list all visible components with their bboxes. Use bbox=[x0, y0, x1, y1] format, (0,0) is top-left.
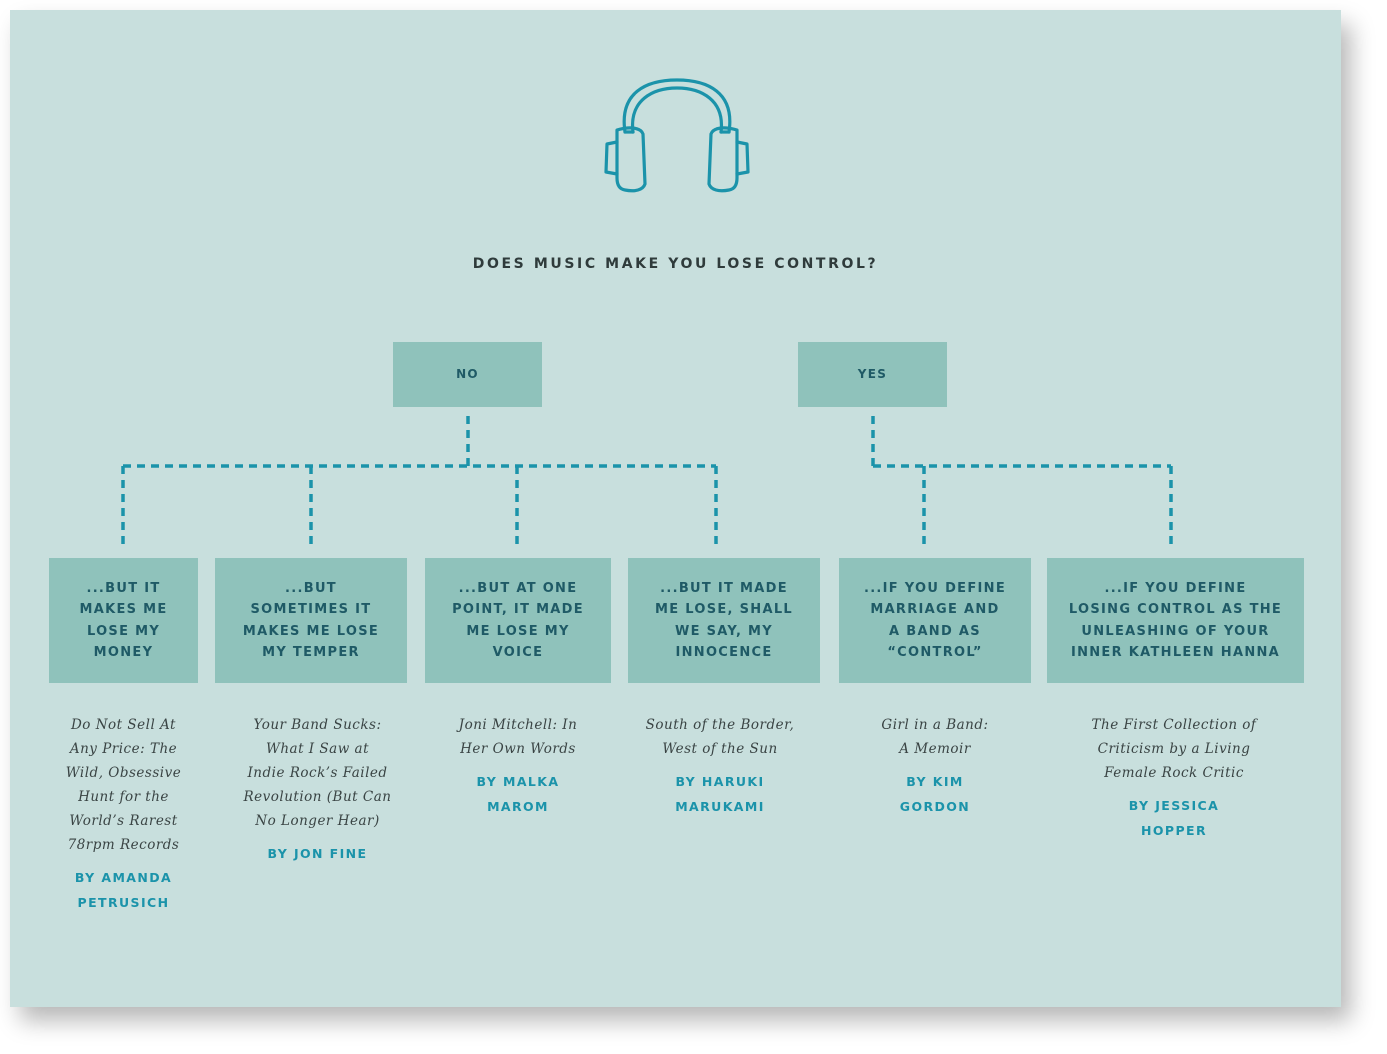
book-entry-temper: Your Band Sucks: What I Saw at Indie Roc… bbox=[225, 713, 410, 866]
book-title-line: Female Rock Critic bbox=[1104, 765, 1244, 781]
book-author: BY AMANDA PETRUSICH bbox=[36, 865, 211, 915]
book-entry-voice: Joni Mitchell: In Her Own Words BY MALKA… bbox=[428, 713, 608, 819]
book-title-line: What I Saw at bbox=[265, 741, 370, 757]
book-title: Girl in a Band: A Memoir bbox=[845, 713, 1025, 761]
branch-box-temper: ...BUT SOMETIMES IT MAKES ME LOSE MY TEM… bbox=[215, 558, 407, 683]
branch-label-line: ME LOSE MY bbox=[466, 623, 570, 639]
branch-label-line: UNLEASHING OF YOUR bbox=[1081, 623, 1270, 639]
book-title-line: Do Not Sell At bbox=[70, 717, 176, 733]
book-author-line: BY JESSICA bbox=[1128, 798, 1220, 813]
book-author-line: BY AMANDA bbox=[74, 870, 173, 885]
book-title-line: Girl in a Band: bbox=[881, 717, 989, 733]
flowchart-card bbox=[10, 10, 1341, 1007]
book-author-line: BY MALKA bbox=[476, 774, 560, 789]
book-title: Joni Mitchell: In Her Own Words bbox=[428, 713, 608, 761]
book-title: Do Not Sell At Any Price: The Wild, Obse… bbox=[36, 713, 211, 857]
branch-label-line: ...IF YOU DEFINE bbox=[863, 580, 1007, 596]
book-author: BY KIM GORDON bbox=[845, 769, 1025, 819]
question-title: DOES MUSIC MAKE YOU LOSE CONTROL? bbox=[472, 256, 879, 272]
branch-label-line: ...BUT AT ONE bbox=[458, 580, 578, 596]
book-title: South of the Border, West of the Sun bbox=[625, 713, 815, 761]
branch-label-line: A BAND AS bbox=[889, 623, 981, 639]
book-author-line: BY JON FINE bbox=[267, 846, 368, 861]
book-title-line: Any Price: The bbox=[69, 741, 178, 757]
branch-label-line: SOMETIMES IT bbox=[250, 602, 372, 617]
branch-label-line: LOSE MY bbox=[86, 623, 161, 639]
branch-label-line: ...BUT IT MADE bbox=[660, 580, 788, 596]
branch-box-marriage: ...IF YOU DEFINE MARRIAGE AND A BAND AS … bbox=[839, 558, 1031, 683]
answer-yes-label: YES bbox=[857, 366, 888, 381]
book-author-line: PETRUSICH bbox=[77, 895, 170, 910]
branch-box-voice: ...BUT AT ONE POINT, IT MADE ME LOSE MY … bbox=[425, 558, 611, 683]
book-entry-kathleen-hanna: The First Collection of Criticism by a L… bbox=[1064, 713, 1284, 843]
answer-no-box: NO bbox=[393, 342, 542, 407]
book-entry-innocence: South of the Border, West of the Sun BY … bbox=[625, 713, 815, 819]
book-title-line: Joni Mitchell: In bbox=[458, 717, 578, 733]
book-author-line: BY HARUKI bbox=[675, 774, 765, 789]
book-title-line: South of the Border, bbox=[645, 717, 795, 733]
book-author: BY MALKA MAROM bbox=[428, 769, 608, 819]
book-title-line: A Memoir bbox=[899, 741, 971, 757]
branch-label-line: ...BUT bbox=[285, 580, 337, 596]
book-title-line: Hunt for the bbox=[78, 789, 169, 805]
book-author-line: BY KIM bbox=[906, 774, 964, 789]
branch-label-line: ME LOSE, SHALL bbox=[655, 602, 793, 617]
book-title-line: No Longer Hear) bbox=[255, 813, 380, 829]
branch-label-line: MARRIAGE AND bbox=[870, 602, 1000, 617]
branch-label-line: “CONTROL” bbox=[887, 645, 983, 660]
book-title-line: West of the Sun bbox=[662, 741, 778, 757]
book-title-line: Revolution (But Can bbox=[243, 789, 392, 805]
branch-label-line: INNER KATHLEEN HANNA bbox=[1070, 645, 1281, 660]
book-author: BY JON FINE bbox=[225, 841, 410, 866]
book-title-line: World’s Rarest bbox=[69, 813, 178, 829]
branch-label-line: INNOCENCE bbox=[675, 645, 773, 660]
branch-label-line: MONEY bbox=[93, 645, 154, 660]
book-author-line: HOPPER bbox=[1141, 823, 1207, 838]
book-author: BY JESSICA HOPPER bbox=[1064, 793, 1284, 843]
book-entry-marriage: Girl in a Band: A Memoir BY KIM GORDON bbox=[845, 713, 1025, 819]
book-title: Your Band Sucks: What I Saw at Indie Roc… bbox=[225, 713, 410, 833]
book-author-line: GORDON bbox=[899, 799, 971, 814]
book-entry-money: Do Not Sell At Any Price: The Wild, Obse… bbox=[36, 713, 211, 915]
book-title-line: Her Own Words bbox=[460, 741, 576, 757]
branch-box-kathleen-hanna: ...IF YOU DEFINE LOSING CONTROL AS THE U… bbox=[1047, 558, 1304, 683]
branch-label-line: LOSING CONTROL AS THE bbox=[1068, 602, 1283, 617]
answer-yes-box: YES bbox=[798, 342, 947, 407]
branch-box-innocence: ...BUT IT MADE ME LOSE, SHALL WE SAY, MY… bbox=[628, 558, 820, 683]
branch-label-line: MY TEMPER bbox=[262, 645, 360, 660]
book-author: BY HARUKI MARUKAMI bbox=[625, 769, 815, 819]
branch-label-line: ...IF YOU DEFINE bbox=[1104, 580, 1247, 596]
book-author-line: MARUKAMI bbox=[675, 799, 765, 814]
book-title-line: The First Collection of bbox=[1091, 717, 1257, 733]
answer-no-label: NO bbox=[456, 366, 479, 381]
book-title-line: Your Band Sucks: bbox=[253, 717, 382, 733]
branch-label-line: MAKES ME bbox=[79, 602, 168, 617]
branch-box-money: ...BUT IT MAKES ME LOSE MY MONEY bbox=[49, 558, 198, 683]
book-title-line: 78rpm Records bbox=[67, 837, 180, 853]
branch-label-line: POINT, IT MADE bbox=[452, 602, 584, 617]
branch-label-line: MAKES ME LOSE bbox=[242, 623, 380, 639]
book-title-line: Indie Rock’s Failed bbox=[247, 765, 388, 781]
branch-label-line: VOICE bbox=[492, 645, 544, 660]
book-title: The First Collection of Criticism by a L… bbox=[1064, 713, 1284, 785]
book-title-line: Criticism by a Living bbox=[1097, 741, 1251, 757]
branch-label-line: WE SAY, MY bbox=[674, 623, 773, 639]
book-author-line: MAROM bbox=[487, 799, 549, 814]
branch-label-line: ...BUT IT bbox=[86, 580, 161, 596]
headphones-icon bbox=[604, 78, 750, 193]
book-title-line: Wild, Obsessive bbox=[65, 765, 182, 781]
